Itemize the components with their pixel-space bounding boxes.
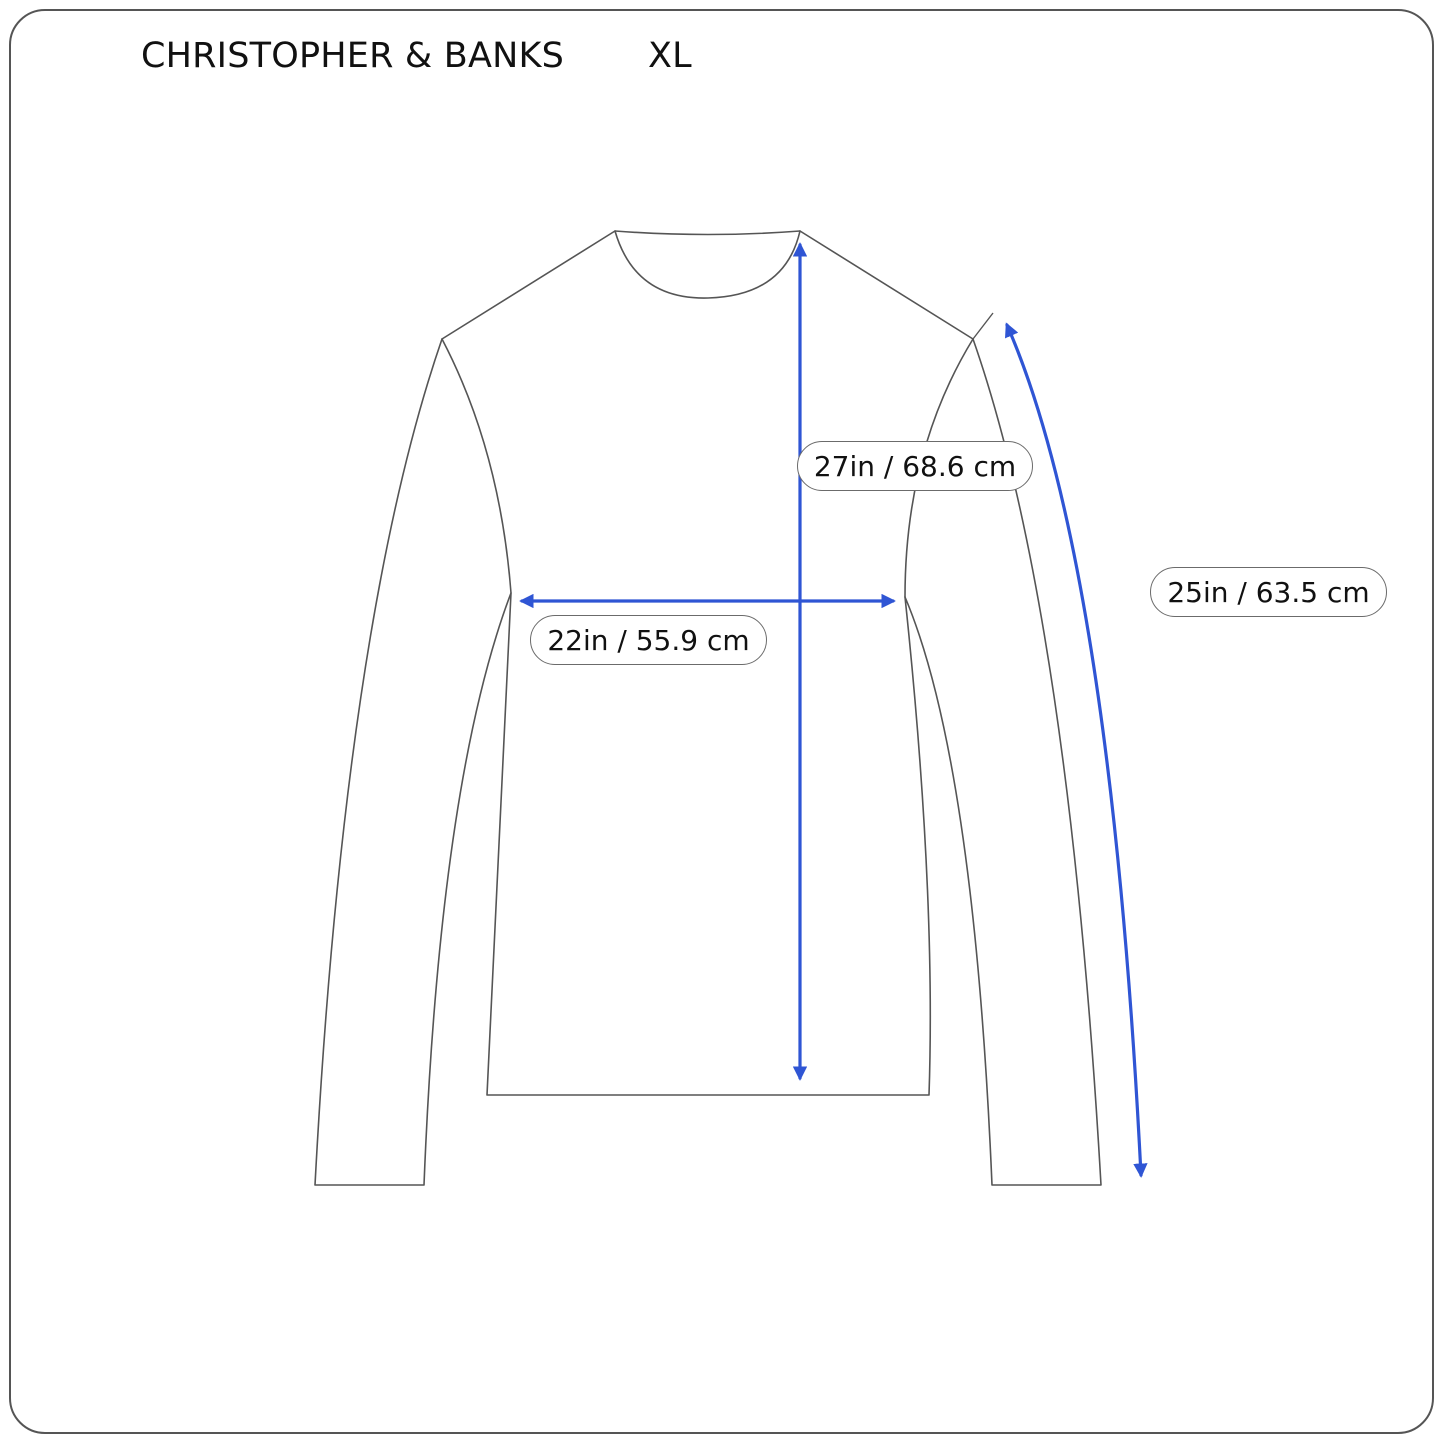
brand-name: CHRISTOPHER & BANKS <box>141 36 565 76</box>
length-measurement-label: 27in / 68.6 cm <box>797 441 1033 491</box>
sleeve-measurement-label: 25in / 63.5 cm <box>1150 567 1387 617</box>
sleeve-arrow <box>1005 322 1148 1178</box>
size-label: XL <box>648 36 692 76</box>
measurement-arrows <box>519 242 1148 1178</box>
chest-measurement-label: 22in / 55.9 cm <box>530 615 767 665</box>
sleeve-start-tick <box>972 312 994 340</box>
left-armhole-seam <box>441 338 512 594</box>
diagram-frame <box>9 9 1434 1434</box>
sweater-outline <box>314 230 1102 1186</box>
sweater-silhouette <box>314 230 1102 1186</box>
neckline <box>614 230 801 299</box>
